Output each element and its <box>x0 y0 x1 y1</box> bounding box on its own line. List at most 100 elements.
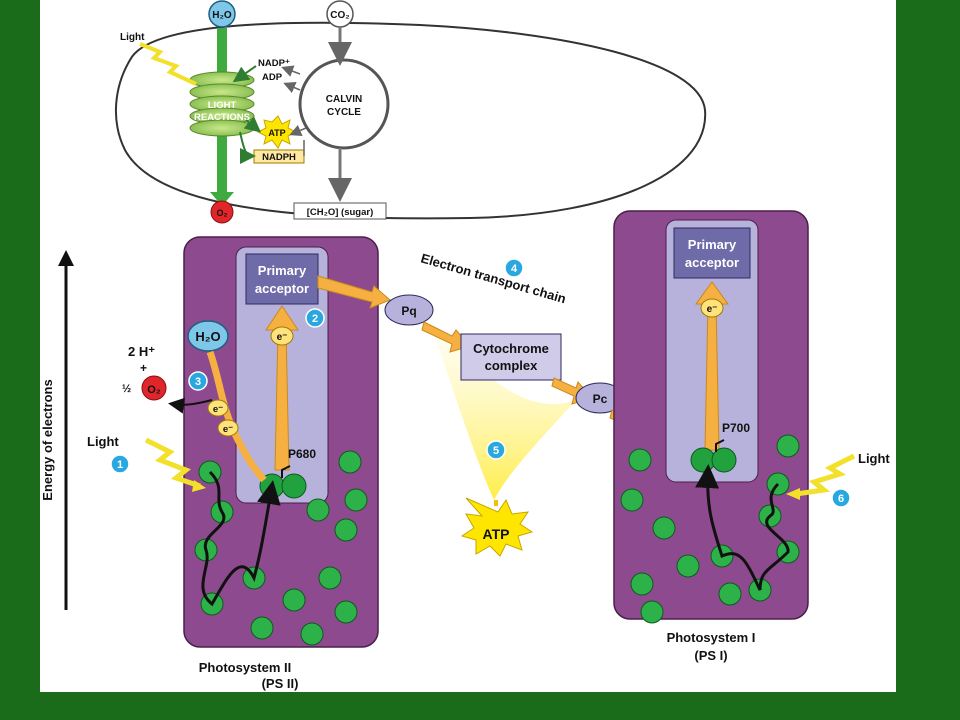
step-badge-6 <box>831 488 851 508</box>
ps1-antenna-chlorophyll <box>676 554 700 578</box>
step-badge-4-label: 4 <box>511 263 518 275</box>
ps2-caption-2: (PS II) <box>262 676 299 691</box>
ps2-electron-badge <box>270 326 294 346</box>
light-left-bolt <box>144 437 201 489</box>
ps1-antenna-chlorophyll <box>620 488 644 512</box>
energy-axis-label: Energy of electrons <box>40 379 55 500</box>
ps1-energy-transfer-path <box>695 464 790 591</box>
adp-label: ADP <box>262 72 283 83</box>
atp-main-label: ATP <box>483 526 510 542</box>
water-electron-a-label: e⁻ <box>213 404 223 415</box>
ps2-primary-acceptor-box <box>245 253 319 305</box>
atp-out-arrow <box>243 116 262 133</box>
ps2-antenna-chlorophyll <box>318 566 342 590</box>
ps2-caption-1: Photosystem II <box>199 660 291 675</box>
ps2-antenna-chlorophyll <box>250 616 274 640</box>
p680-chlorophyll-b <box>281 473 307 499</box>
step-badge-1 <box>110 454 130 474</box>
pc-label: Pc <box>593 392 608 406</box>
pq-label: Pq <box>401 304 416 318</box>
ps2-acceptor-label-1: Primary <box>258 263 307 278</box>
chloroplast-outline <box>114 21 707 220</box>
photosystem-ii: Primary acceptor e⁻ P680 Light <box>87 236 379 691</box>
water-electron-b <box>217 419 239 437</box>
ps1-acceptor-label-1: Primary <box>688 237 737 252</box>
energy-axis: Energy of electrons <box>40 250 74 610</box>
step-badges: 1 2 3 4 5 6 <box>110 258 851 508</box>
chloroplast-overview: H₂O CO₂ LIGHT REACTIONS Light NADP⁺ ADP … <box>114 0 707 224</box>
step-badge-6-label: 6 <box>838 493 844 505</box>
ps1-acceptor-label-2: acceptor <box>685 255 739 270</box>
ps2-antenna-chlorophyll <box>300 622 324 646</box>
step-badge-5 <box>486 440 506 460</box>
nadph-label: NADPH <box>262 152 296 163</box>
p700-pointer <box>715 439 725 452</box>
ps1-primary-acceptor-box <box>673 227 751 279</box>
o2-overview-label: O₂ <box>217 208 228 218</box>
sugar-label: [CH₂O] (sugar) <box>307 207 374 218</box>
water-electron-flow <box>206 350 267 483</box>
step-badge-4 <box>504 258 524 278</box>
pq-to-cyto-arrow <box>421 321 471 353</box>
ps2-antenna-chlorophyll <box>338 450 362 474</box>
o2-main-label: O₂ <box>147 384 161 396</box>
light-right-bolt <box>795 453 856 497</box>
p680-pointer <box>281 465 291 478</box>
cyto-label-1: Cytochrome <box>473 341 549 356</box>
step-badge-2-label: 2 <box>312 313 318 325</box>
half-label: ½ <box>122 383 131 395</box>
h2o-main-ellipse <box>187 320 229 352</box>
sugar-box <box>293 202 387 220</box>
ps1-antenna-chlorophyll <box>630 572 654 596</box>
light-right-bolt-tip <box>786 488 800 500</box>
calvin-to-nadp-arrow <box>281 65 301 77</box>
ps1-antenna-chlorophyll <box>640 600 664 624</box>
ps1-electron-label: e⁻ <box>707 304 718 315</box>
o2-main-circle <box>141 375 167 401</box>
energy-axis-arrowhead <box>58 250 74 266</box>
ps1-caption-1: Photosystem I <box>667 630 756 645</box>
acceptor-to-pq-arrow <box>317 275 391 309</box>
p700-chlorophyll-a <box>690 447 716 473</box>
oxygen-release-arrow <box>168 397 213 414</box>
light-left-bolt-tip <box>192 480 206 492</box>
ps2-antenna-chlorophyll <box>344 488 368 512</box>
plus-label: + <box>140 361 147 375</box>
step-badge-1-label: 1 <box>117 459 123 471</box>
pq-carrier <box>384 294 434 326</box>
cytochrome-complex-box <box>460 333 562 381</box>
calvin-label-1: CALVIN <box>326 94 362 105</box>
p700-label: P700 <box>722 421 750 435</box>
p680-label: P680 <box>288 447 316 461</box>
step-badge-3-label: 3 <box>195 376 201 388</box>
step-badge-3 <box>188 371 208 391</box>
ps2-antenna-chlorophyll <box>334 518 358 542</box>
ps2-antenna-chlorophyll <box>282 588 306 612</box>
calvin-to-adp-arrow <box>283 82 301 94</box>
o2-overview-circle <box>210 200 234 224</box>
atp-main-burst <box>460 497 534 557</box>
h2o-overview-circle <box>208 0 236 28</box>
calvin-to-atp-arrow <box>289 124 307 136</box>
nadp-label: NADP⁺ <box>258 58 290 69</box>
water-electron-b-label: e⁻ <box>223 424 233 435</box>
ps2-electron-label: e⁻ <box>277 332 288 343</box>
light-reactions-label-1: LIGHT <box>208 100 237 111</box>
nadp-in-arrow <box>232 65 257 83</box>
water-flow-arrowhead <box>210 192 234 206</box>
light-overview-bolt <box>139 42 197 86</box>
photosystem-i: Primary acceptor e⁻ P700 Light Photosyst… <box>613 210 890 663</box>
light-left-label: Light <box>87 434 119 449</box>
ps1-electron-badge <box>700 298 724 318</box>
light-right-label: Light <box>858 451 890 466</box>
two-h-plus-label: 2 H⁺ <box>128 344 155 359</box>
step-badge-5-label: 5 <box>493 445 499 457</box>
ps1-caption-2: (PS I) <box>694 648 727 663</box>
light-overview-label: Light <box>120 32 145 43</box>
ps1-antenna-chlorophyll <box>776 434 800 458</box>
ps1-antenna-chlorophyll <box>628 448 652 472</box>
nadph-out-arrow <box>239 131 256 164</box>
ps2-antenna-chlorophyll <box>334 600 358 624</box>
ps1-antenna-chlorophyll <box>718 582 742 606</box>
